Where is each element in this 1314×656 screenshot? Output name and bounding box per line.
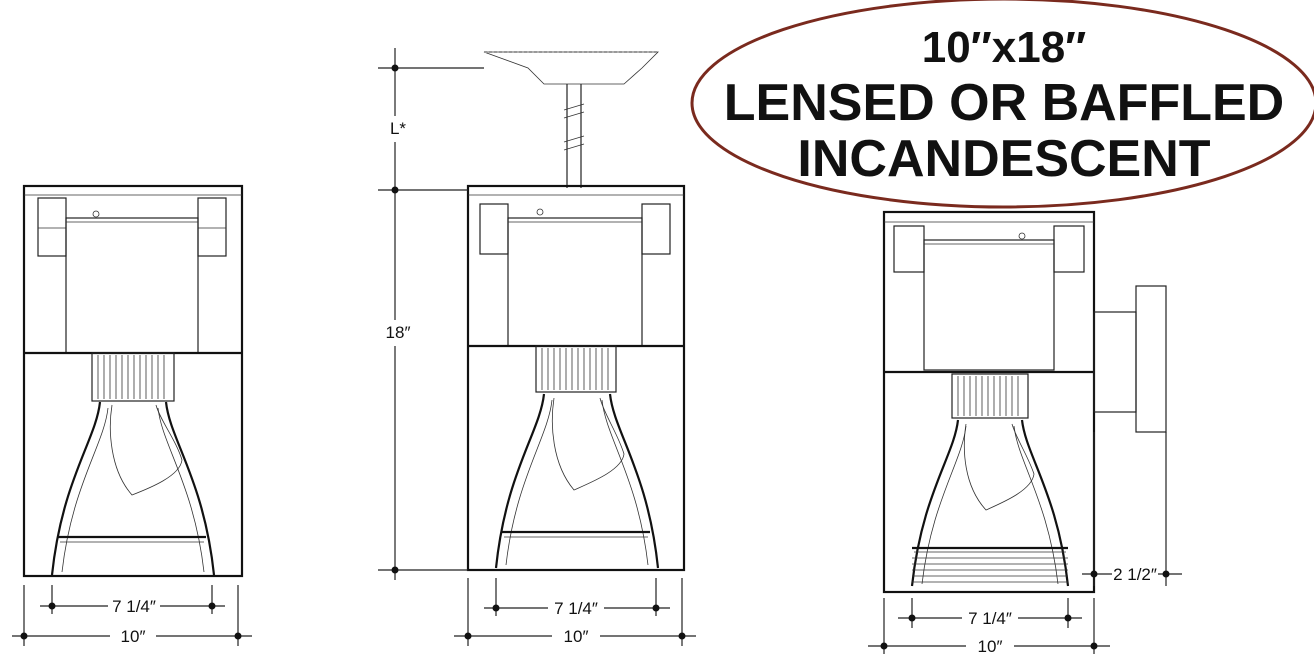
height-label: 18″	[386, 323, 411, 342]
title-type: LENSED OR BAFFLED	[724, 74, 1284, 132]
title-badge: 10″x18″ LENSED OR BAFFLED INCANDESCENT	[690, 0, 1314, 209]
width-label-3: 10″	[978, 637, 1003, 656]
wall-offset-label: 2 1/2″	[1113, 565, 1157, 584]
fixture-surface	[22, 184, 244, 578]
width-label-1: 10″	[121, 627, 146, 646]
stem-length-label: L*	[390, 119, 406, 138]
fixture-stem	[466, 51, 686, 572]
reflector-width-label-2: 7 1/4″	[554, 599, 598, 618]
reflector-width-label-3: 7 1/4″	[968, 609, 1012, 628]
fixture-wall	[882, 210, 1167, 594]
title-size: 10″x18″	[922, 23, 1087, 72]
title-ellipse	[690, 0, 1314, 209]
width-label-2: 10″	[564, 627, 589, 646]
fixture-surface-dims: 7 1/4″ 10″	[12, 585, 252, 646]
reflector-width-label-1: 7 1/4″	[112, 597, 156, 616]
fixture-stem-dims: L* 18″ 7 1/4″ 10″	[378, 48, 696, 646]
title-lamp: INCANDESCENT	[797, 130, 1210, 188]
fixture-wall-dims: 2 1/2″ 7 1/4″ 10″	[868, 432, 1182, 656]
